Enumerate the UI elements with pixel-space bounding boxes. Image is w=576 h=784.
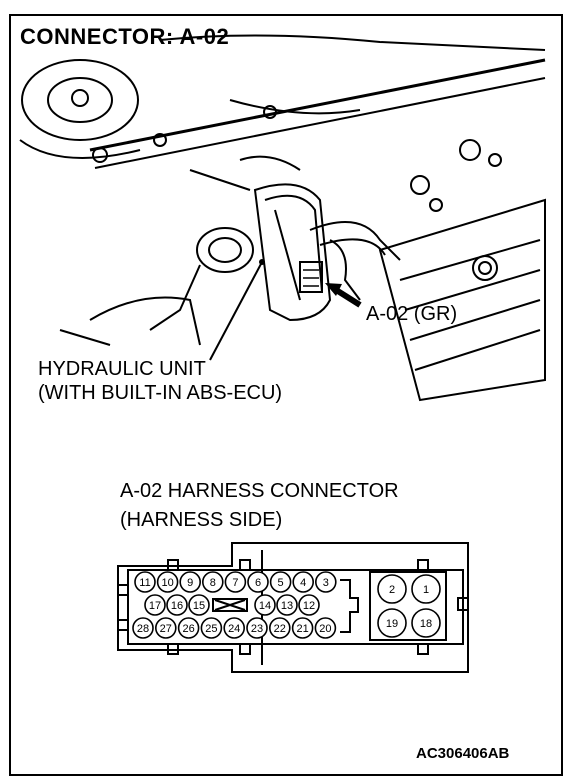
connector-pin: 21	[291, 617, 314, 639]
connector-cavity	[127, 569, 464, 645]
connector-pin: 3	[314, 571, 337, 593]
connector-pin: 19	[377, 608, 407, 638]
connector-pin: 2	[377, 574, 407, 604]
connector-pin: 11	[134, 571, 156, 593]
figure-code: AC306406AB	[416, 745, 510, 762]
connector-pin: 16	[166, 594, 188, 616]
connector-pin: 28	[132, 617, 154, 639]
connector-pin-number: 26	[182, 623, 194, 635]
harness-connector-subtitle: (HARNESS SIDE)	[120, 509, 283, 531]
connector-pin-number: 20	[319, 623, 331, 635]
connector-pin: 17	[144, 594, 166, 616]
connector-pin: 14	[254, 594, 276, 616]
hydraulic-unit-body	[253, 183, 332, 322]
connector-pin-number: 4	[300, 577, 306, 589]
connector-pin-number: 5	[278, 577, 284, 589]
connector-callout-label: A-02 (GR)	[366, 303, 458, 325]
connector-pin-number: 12	[303, 600, 315, 612]
connector-pin-number: 10	[161, 577, 173, 589]
connector-a02-shape	[299, 261, 323, 293]
connector-pin-number: 3	[323, 577, 329, 589]
connector-pin: 6	[247, 571, 269, 593]
connector-pin: 23	[246, 617, 268, 639]
connector-pin: 25	[200, 617, 223, 639]
strut-tower	[21, 59, 139, 141]
connector-pin-number: 9	[187, 577, 193, 589]
diagram-frame	[9, 14, 563, 776]
connector-pin-number: 13	[281, 600, 293, 612]
connector-pin-number: 24	[228, 623, 240, 635]
connector-pin-number: 22	[274, 623, 286, 635]
connector-pin: 8	[202, 571, 224, 593]
connector-pin-number: 21	[296, 623, 308, 635]
strut-brace	[89, 58, 546, 152]
connector-pin: 5	[269, 571, 292, 593]
connector-pin: 13	[276, 594, 298, 616]
connector-pin-number: 17	[149, 600, 161, 612]
connector-pin-number: 16	[171, 600, 183, 612]
connector-pin: 15	[188, 594, 210, 616]
connector-pin-number: 7	[232, 577, 238, 589]
connector-pin-number: 8	[210, 577, 216, 589]
connector-pin: 10	[156, 571, 179, 593]
hydraulic-unit-sublabel: (WITH BUILT-IN ABS-ECU)	[38, 382, 283, 404]
connector-pin-number: 11	[139, 577, 150, 589]
connector-pin-number: 6	[255, 577, 261, 589]
connector-pin: 20	[314, 617, 337, 639]
connector-pin: 26	[177, 617, 200, 639]
connector-housing	[117, 542, 469, 673]
connector-pin: 9	[179, 571, 201, 593]
connector-pin-number: 27	[160, 623, 172, 635]
connector-pin-number: 1	[423, 584, 429, 596]
connector-pin-number: 19	[386, 618, 398, 630]
hydraulic-unit-label: HYDRAULIC UNIT	[38, 358, 206, 380]
connector-pin: 22	[268, 617, 291, 639]
connector-pin: 27	[155, 617, 177, 639]
connector-pin: 24	[223, 617, 245, 639]
connector-pin-number: 23	[251, 623, 263, 635]
connector-pin-number: 25	[205, 623, 217, 635]
connector-pin-number: 28	[137, 623, 149, 635]
connector-pin: 4	[292, 571, 315, 593]
connector-pin-number: 18	[420, 618, 432, 630]
connector-pin: 7	[224, 571, 247, 593]
callout-arrow-icon	[325, 283, 342, 296]
harness-connector-title: A-02 HARNESS CONNECTOR	[120, 480, 399, 502]
connector-pin-number: 2	[389, 584, 395, 596]
connector-pin: 1	[411, 574, 441, 604]
connector-pin: 12	[298, 594, 320, 616]
leader-line	[209, 261, 263, 361]
connector-pin: 18	[411, 608, 441, 638]
connector-pin-number: 14	[259, 600, 271, 612]
connector-pin-number: 15	[193, 600, 205, 612]
